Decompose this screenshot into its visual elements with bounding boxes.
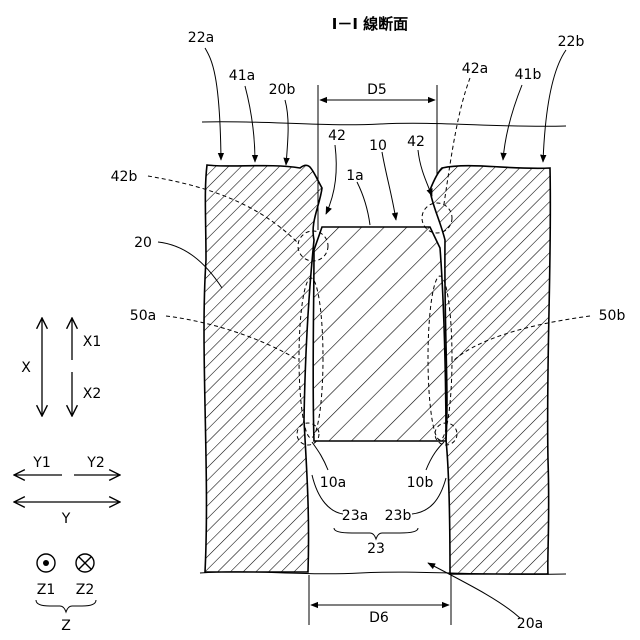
core-member-section — [313, 227, 446, 441]
y1-label: Y1 — [32, 455, 50, 471]
leader-41b — [503, 85, 522, 160]
label-42a: 42a — [462, 61, 488, 77]
label-50b: 50b — [599, 308, 626, 324]
x2-label: X2 — [83, 386, 102, 402]
right-wall-section — [430, 166, 550, 574]
leader-10 — [382, 152, 396, 220]
label-41b: 41b — [515, 67, 542, 83]
leader-1a — [357, 182, 370, 225]
leader-10b — [426, 442, 444, 470]
brace-23 — [334, 528, 418, 539]
label-42-right: 42 — [407, 134, 425, 150]
label-42-left: 42 — [328, 128, 346, 144]
label-20b: 20b — [269, 82, 296, 98]
leader-22a — [205, 48, 221, 160]
label-23b: 23b — [385, 508, 412, 524]
x-axis-label: X — [21, 360, 31, 376]
label-10a: 10a — [320, 475, 346, 491]
label-10: 10 — [369, 138, 387, 154]
label-20a: 20a — [517, 616, 543, 632]
label-50a: 50a — [130, 308, 156, 324]
label-22a: 22a — [188, 30, 214, 46]
label-22b: 22b — [558, 34, 585, 50]
label-1a: 1a — [346, 168, 364, 184]
d6-label: D6 — [369, 610, 389, 626]
z-axis-label: Z — [61, 618, 71, 634]
label-42b: 42b — [111, 169, 138, 185]
brace-z — [36, 600, 96, 612]
leader-42-left — [326, 145, 336, 214]
label-10b: 10b — [407, 475, 434, 491]
z1-label: Z1 — [37, 582, 56, 598]
label-41a: 41a — [229, 68, 255, 84]
leader-22b — [543, 50, 566, 162]
y-axis-label: Y — [61, 511, 71, 527]
left-wall-section — [204, 165, 322, 572]
label-23: 23 — [367, 541, 385, 557]
leader-41a — [245, 86, 255, 162]
leader-10a — [312, 442, 328, 470]
leader-20b — [285, 100, 288, 165]
section-title: I－I 線断面 — [332, 15, 408, 33]
d5-label: D5 — [367, 82, 387, 98]
x1-label: X1 — [83, 334, 102, 350]
label-20: 20 — [134, 235, 152, 251]
y2-label: Y2 — [86, 455, 104, 471]
label-23a: 23a — [342, 508, 368, 524]
z2-label: Z2 — [76, 582, 95, 598]
top-surface-line — [202, 122, 566, 127]
z1-dot-icon — [43, 560, 49, 566]
